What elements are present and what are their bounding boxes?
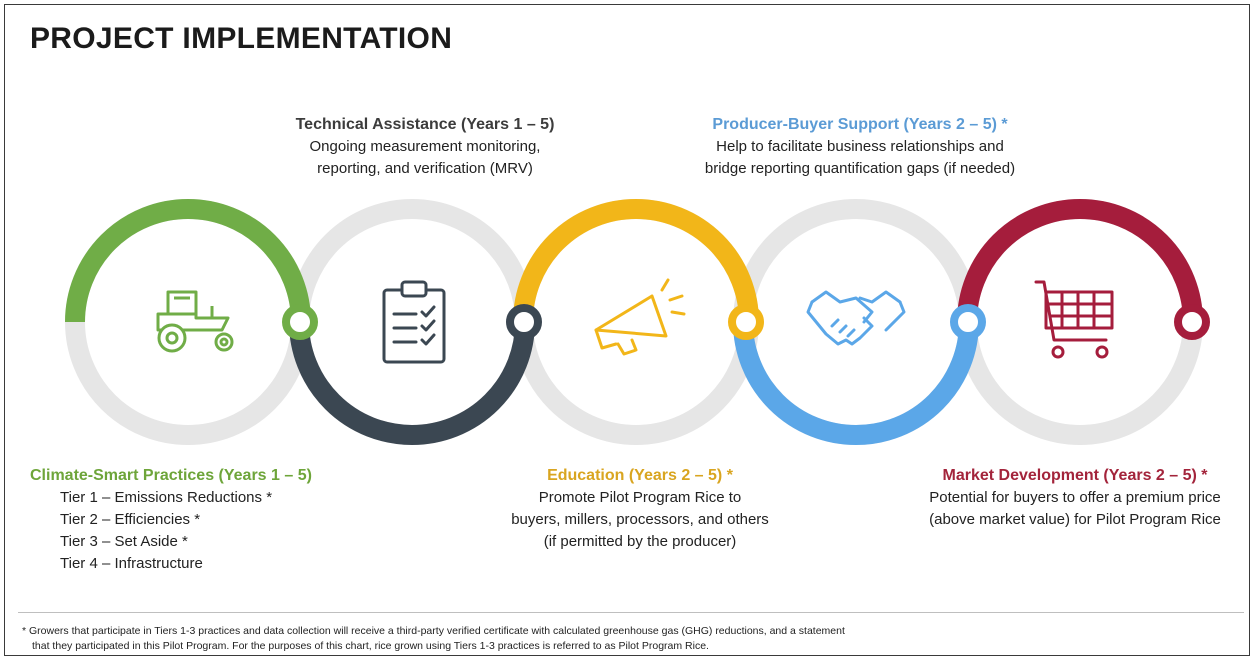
dark-arc xyxy=(289,321,535,445)
tier-2: Tier 2 – Efficiencies * xyxy=(60,511,201,528)
education-block: Education (Years 2 – 5) * Promote Pilot … xyxy=(470,465,810,553)
education-line-1: Promote Pilot Program Rice to xyxy=(538,489,742,506)
footnote-line-1: * Growers that participate in Tiers 1-3 … xyxy=(22,625,845,637)
climate-smart-block: Climate-Smart Practices (Years 1 – 5) Ti… xyxy=(30,465,390,575)
producer-buyer-block: Producer-Buyer Support (Years 2 – 5) * H… xyxy=(655,114,1065,180)
tier-4: Tier 4 – Infrastructure xyxy=(60,555,203,572)
tier-3: Tier 3 – Set Aside * xyxy=(60,533,188,550)
market-development-line-1: Potential for buyers to offer a premium … xyxy=(929,489,1221,506)
footnote-line-2: that they participated in this Pilot Pro… xyxy=(32,640,709,652)
technical-assistance-heading: Technical Assistance (Years 1 – 5) xyxy=(295,116,555,133)
producer-buyer-heading: Producer-Buyer Support (Years 2 – 5) * xyxy=(712,116,1008,133)
gold-arc xyxy=(513,199,759,323)
background-rings xyxy=(65,199,1203,445)
handshake-icon xyxy=(806,290,906,346)
education-heading: Education (Years 2 – 5) * xyxy=(547,467,733,484)
footnote: * Growers that participate in Tiers 1-3 … xyxy=(22,624,1242,654)
crimson-arc xyxy=(957,199,1203,323)
megaphone-icon xyxy=(594,278,686,356)
technical-assistance-line-2: reporting, and verification (MRV) xyxy=(317,160,533,177)
green-arc xyxy=(65,199,311,323)
education-line-3: (if permitted by the producer) xyxy=(543,533,737,550)
market-development-heading: Market Development (Years 2 – 5) * xyxy=(942,467,1208,484)
technical-assistance-line-1: Ongoing measurement monitoring, xyxy=(309,138,541,155)
node-dark xyxy=(506,304,542,340)
node-green xyxy=(282,304,318,340)
tier-1: Tier 1 – Emissions Reductions * xyxy=(60,489,273,506)
education-line-2: buyers, millers, processors, and others xyxy=(511,511,769,528)
slide-frame xyxy=(4,4,1250,656)
technical-assistance-block: Technical Assistance (Years 1 – 5) Ongoi… xyxy=(255,114,595,180)
producer-buyer-line-1: Help to facilitate business relationship… xyxy=(716,138,1004,155)
node-gold xyxy=(728,304,764,340)
node-crimson xyxy=(1174,304,1210,340)
market-development-block: Market Development (Years 2 – 5) * Poten… xyxy=(895,465,1255,531)
clipboard-checklist-icon xyxy=(382,280,446,364)
footnote-divider xyxy=(18,612,1244,613)
producer-buyer-line-2: bridge reporting quantification gaps (if… xyxy=(704,160,1016,177)
market-development-line-2: (above market value) for Pilot Program R… xyxy=(929,511,1221,528)
shopping-cart-icon xyxy=(1034,280,1114,359)
node-blue xyxy=(950,304,986,340)
tractor-icon xyxy=(156,290,234,353)
page-title: PROJECT IMPLEMENTATION xyxy=(30,22,453,55)
blue-arc xyxy=(733,321,979,445)
climate-smart-heading: Climate-Smart Practices (Years 1 – 5) xyxy=(30,467,312,484)
